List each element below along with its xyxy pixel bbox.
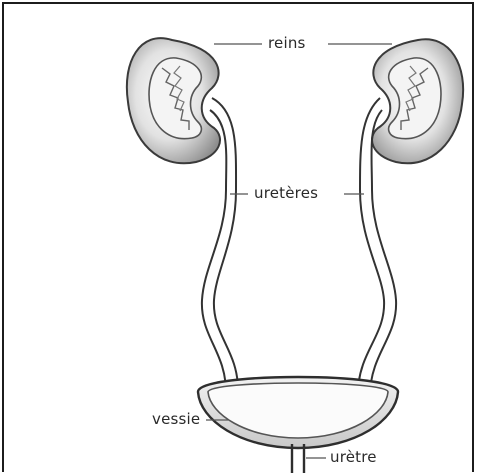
label-ureters: uretères [254, 186, 318, 201]
left-kidney [127, 38, 220, 163]
label-bladder: vessie [152, 412, 200, 427]
label-kidneys: reins [268, 36, 306, 51]
label-urethra: urètre [330, 450, 377, 465]
right-kidney [372, 39, 463, 163]
bladder [198, 377, 398, 448]
